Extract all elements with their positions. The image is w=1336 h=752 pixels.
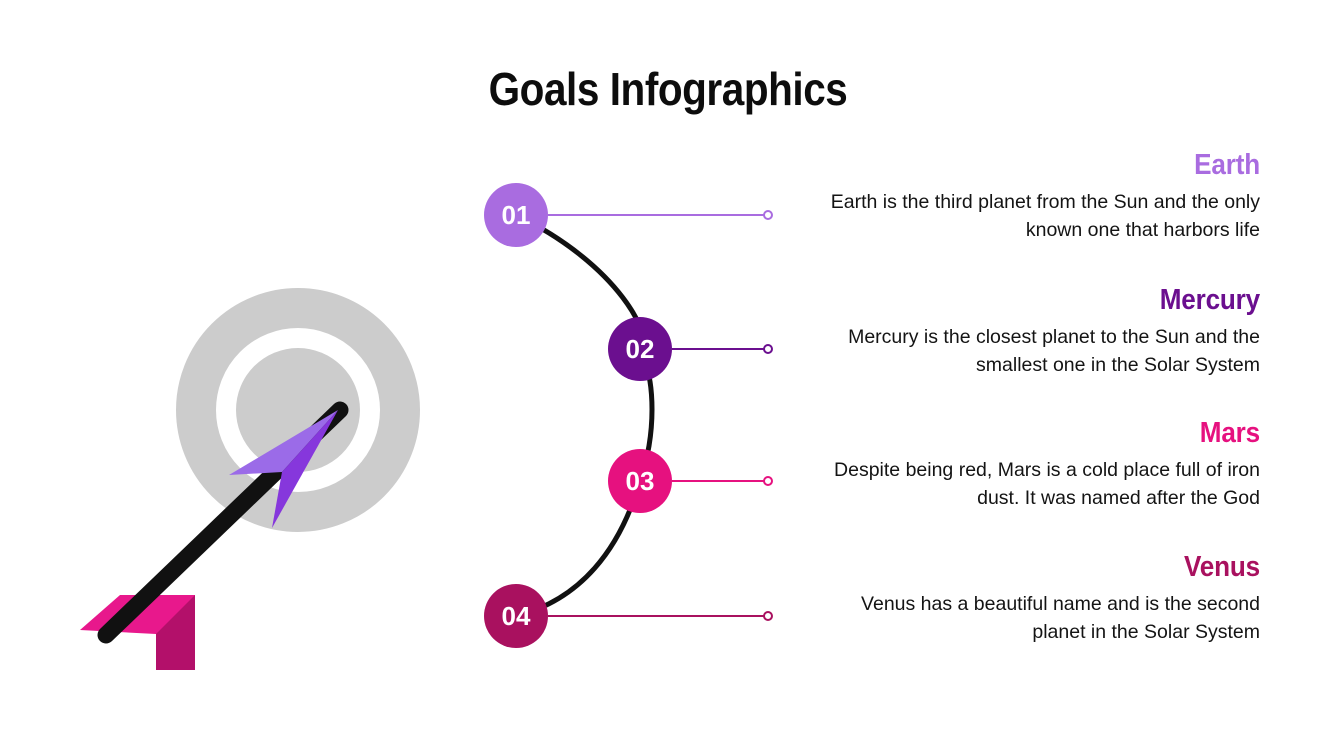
step-node-01-circle[interactable] xyxy=(484,183,548,247)
step-text-block-02: Mercury Mercury is the closest planet to… xyxy=(808,285,1260,380)
leader-endpoint-01 xyxy=(763,210,773,220)
step-heading-mars: Mars xyxy=(1199,417,1260,449)
steps-diagram: 01 02 03 04 xyxy=(470,170,800,670)
steps-diagram-svg: 01 02 03 04 xyxy=(484,183,773,648)
step-body-mars: Despite being red, Mars is a cold place … xyxy=(834,459,1260,510)
step-node-03-circle[interactable] xyxy=(608,449,672,513)
target-inner-disc xyxy=(236,348,360,472)
step-body-venus: Venus has a beautiful name and is the se… xyxy=(861,593,1260,644)
step-node-02-circle[interactable] xyxy=(608,317,672,381)
step-node-02-label: 02 xyxy=(626,334,655,364)
step-heading-venus: Venus xyxy=(1184,551,1260,583)
step-text-block-04: Venus Venus has a beautiful name and is … xyxy=(808,552,1260,647)
leader-endpoint-03 xyxy=(763,476,773,486)
step-body-earth: Earth is the third planet from the Sun a… xyxy=(830,191,1260,242)
arrow-fletching-dark-b xyxy=(156,628,195,670)
target-with-arrow-illustration xyxy=(60,210,460,690)
target-arrow-svg xyxy=(80,288,420,670)
step-node-01-label: 01 xyxy=(502,200,531,230)
leader-endpoint-02 xyxy=(763,344,773,354)
step-text-block-01: Earth Earth is the third planet from the… xyxy=(808,150,1260,245)
page-title: Goals Infographics xyxy=(488,63,848,115)
target-outer-ring xyxy=(176,288,420,532)
step-node-02[interactable]: 02 xyxy=(608,317,672,381)
step-node-03-label: 03 xyxy=(626,466,655,496)
step-node-04-circle[interactable] xyxy=(484,584,548,648)
step-node-01[interactable]: 01 xyxy=(484,183,548,247)
step-node-04-label: 04 xyxy=(502,601,531,631)
step-heading-earth: Earth xyxy=(1194,149,1260,181)
step-heading-mercury: Mercury xyxy=(1159,284,1260,316)
leader-endpoint-04 xyxy=(763,611,773,621)
step-node-04[interactable]: 04 xyxy=(484,584,548,648)
arrow-head-dark-facet xyxy=(272,410,338,528)
step-text-block-03: Mars Despite being red, Mars is a cold p… xyxy=(808,418,1260,513)
step-body-mercury: Mercury is the closest planet to the Sun… xyxy=(848,326,1260,377)
arrow-head-light-facet xyxy=(229,410,338,475)
step-connector-curve xyxy=(513,212,655,619)
step-node-03[interactable]: 03 xyxy=(608,449,672,513)
